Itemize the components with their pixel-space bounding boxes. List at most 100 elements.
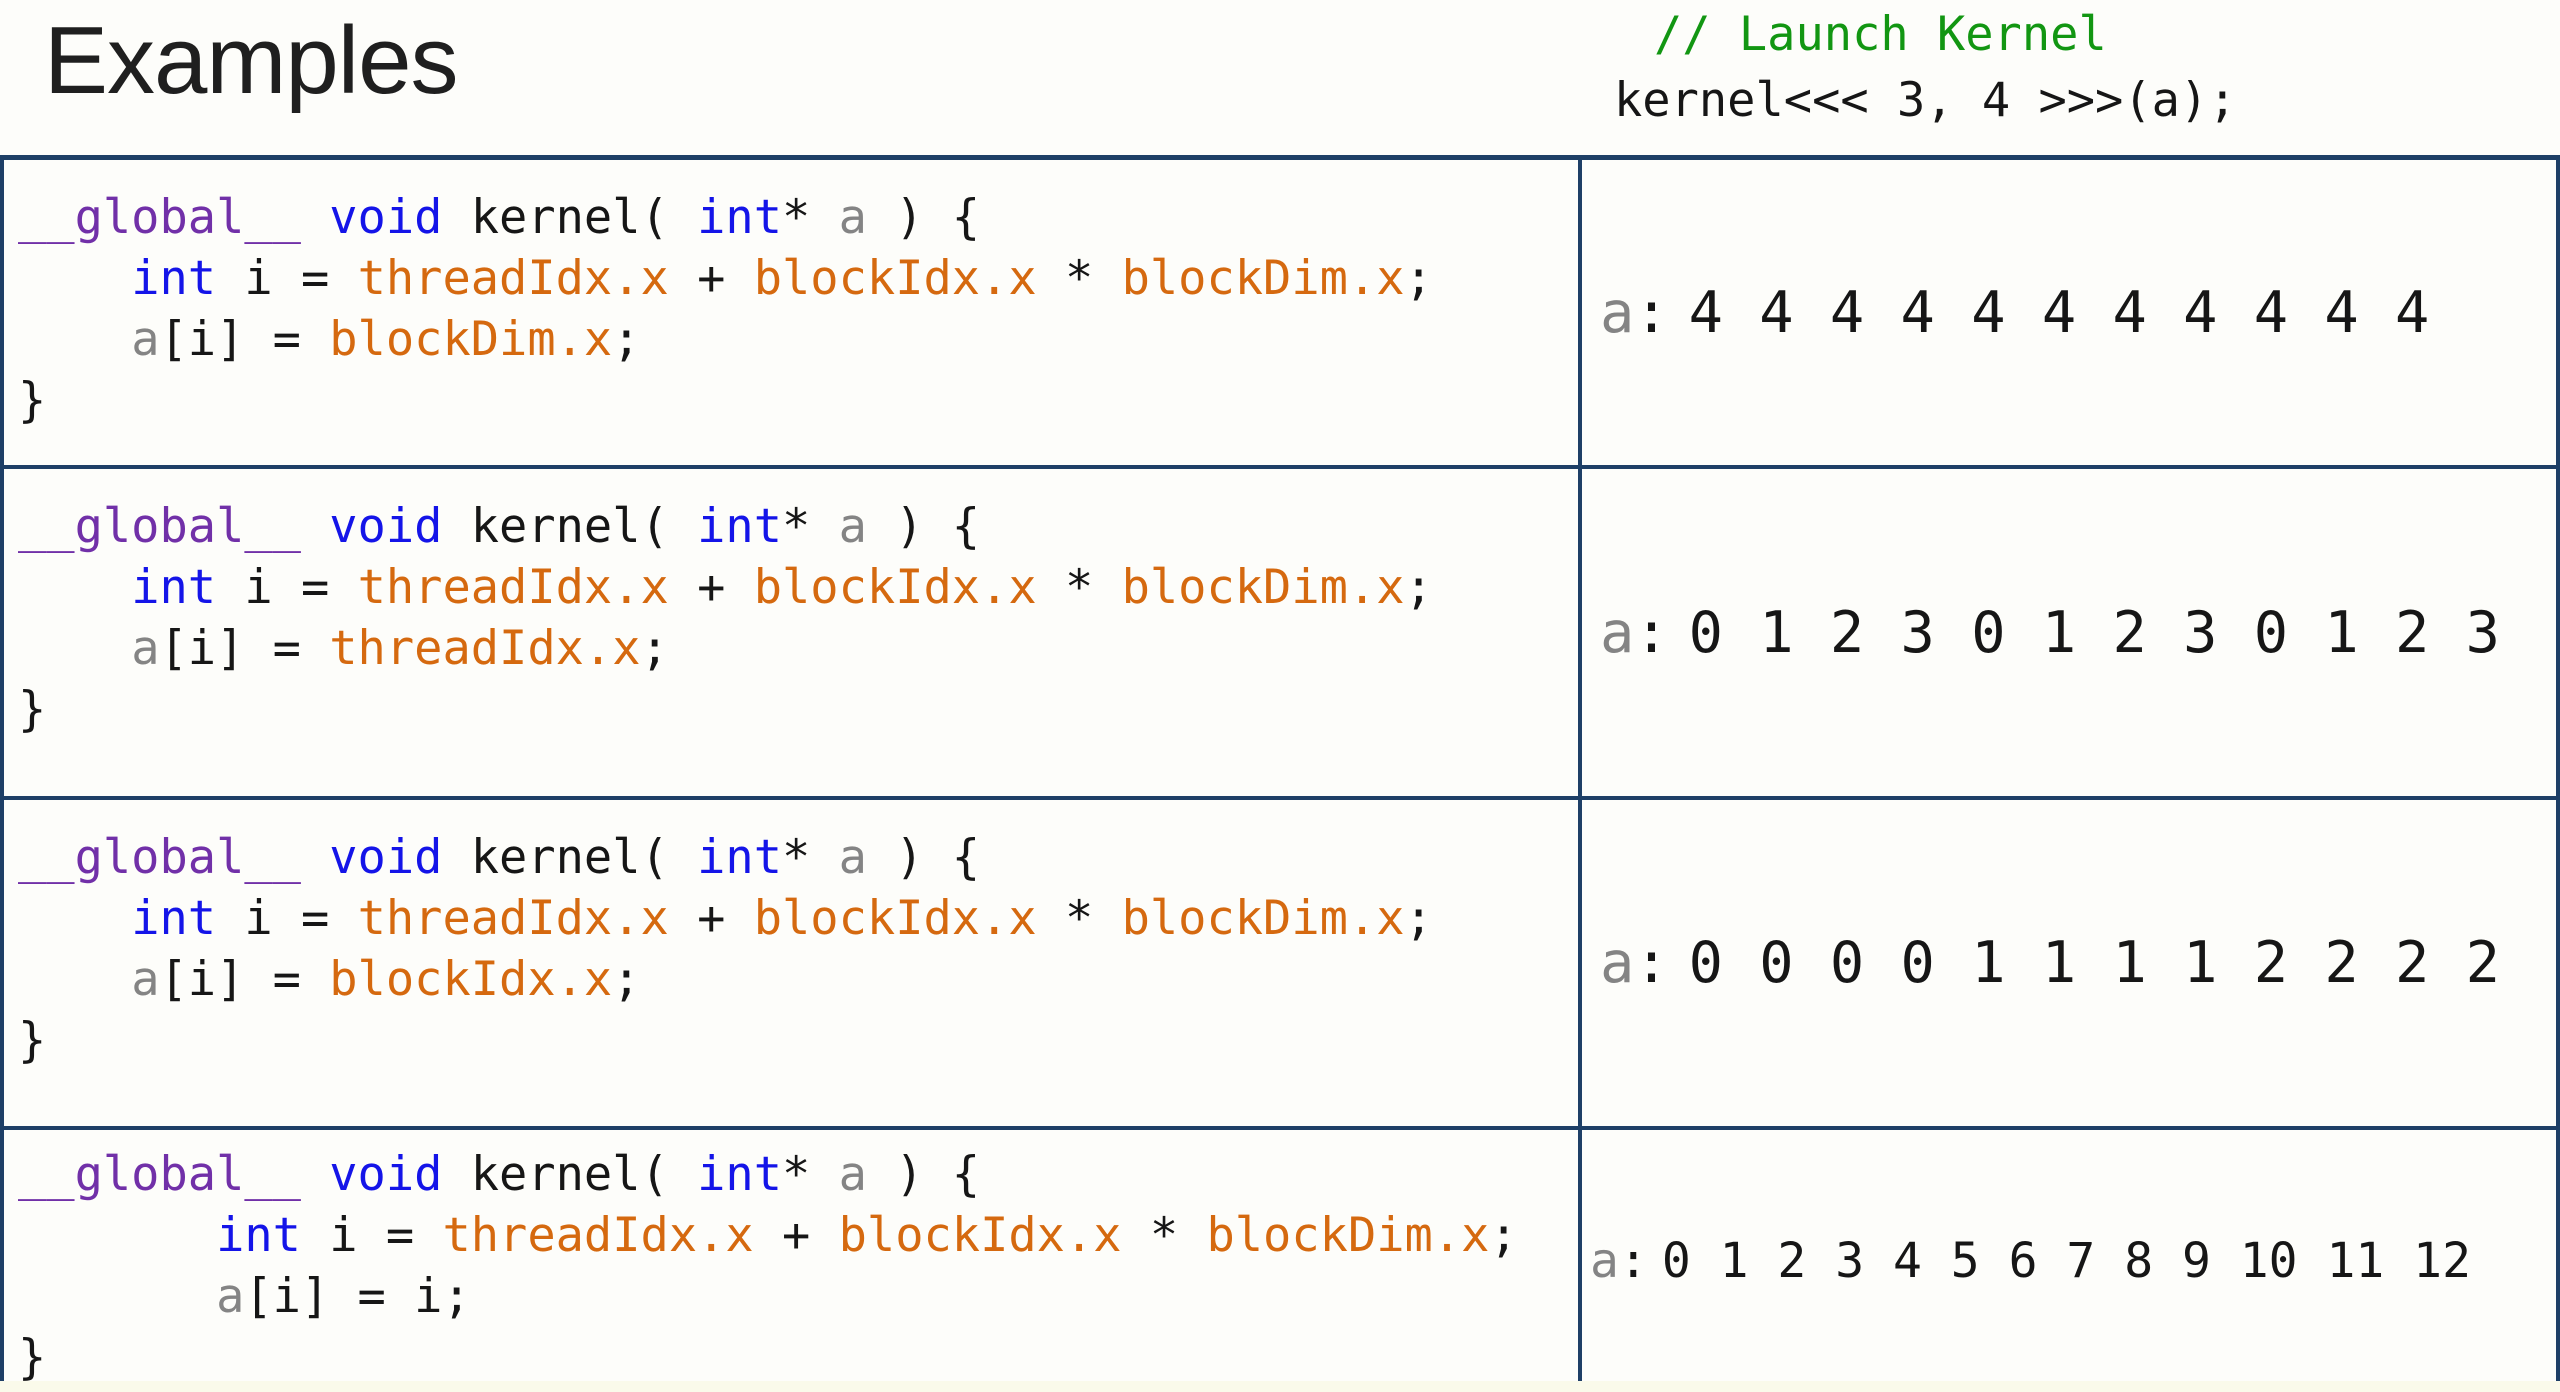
array-values: 0 1 2 3 4 5 6 7 8 9 10 11 12 bbox=[1661, 1233, 2471, 1289]
code-token-pln bbox=[301, 499, 329, 554]
kernel-code-cell: __global__ void kernel( int* a ) { int i… bbox=[4, 800, 1582, 1126]
code-line: a[i] = blockIdx.x; bbox=[18, 949, 1572, 1010]
code-token-pln: ) { bbox=[866, 1147, 981, 1202]
code-token-pln: i = bbox=[216, 560, 358, 615]
code-token-kw: void bbox=[329, 1147, 443, 1202]
code-token-prm: a bbox=[131, 621, 160, 676]
code-token-prm: a bbox=[216, 1269, 245, 1324]
code-token-pln bbox=[18, 1269, 216, 1324]
kernel-code: __global__ void kernel( int* a ) { int i… bbox=[18, 496, 1572, 740]
code-line: } bbox=[18, 1010, 1572, 1071]
kernel-output-cell: a:0 0 0 0 1 1 1 1 2 2 2 2 bbox=[1582, 800, 2556, 1126]
code-token-pln: [i] = bbox=[159, 952, 330, 1007]
code-token-pln bbox=[18, 621, 131, 676]
page-title: Examples bbox=[44, 7, 458, 114]
code-token-bi: blockDim.x bbox=[1121, 891, 1405, 946]
array-label: a bbox=[1600, 279, 1635, 346]
code-token-kw: int bbox=[697, 830, 783, 885]
code-token-kw: int bbox=[697, 190, 783, 245]
code-token-kw: int bbox=[697, 499, 783, 554]
array-label: a bbox=[1600, 599, 1635, 666]
code-token-mod: __global__ bbox=[18, 830, 301, 885]
code-token-pln: ; bbox=[1404, 560, 1433, 615]
code-token-kw: int bbox=[216, 1208, 301, 1263]
array-values: 0 0 0 0 1 1 1 1 2 2 2 2 bbox=[1688, 930, 2501, 996]
code-token-pln: * bbox=[782, 830, 839, 885]
code-token-bi: blockDim.x bbox=[1121, 560, 1405, 615]
kernel-code: __global__ void kernel( int* a ) { int i… bbox=[18, 827, 1572, 1071]
code-token-bi: blockDim.x bbox=[329, 312, 613, 367]
code-token-pln: * bbox=[1036, 251, 1122, 306]
code-token-kw: int bbox=[131, 251, 217, 306]
code-token-pln: } bbox=[18, 1013, 47, 1068]
code-token-pln: [i] = i; bbox=[244, 1269, 471, 1324]
array-label: a bbox=[1600, 930, 1635, 996]
code-token-bi: threadIdx.x bbox=[329, 621, 641, 676]
example-row-4: __global__ void kernel( int* a ) { int i… bbox=[4, 1130, 2556, 1392]
kernel-code: __global__ void kernel( int* a ) { int i… bbox=[18, 1144, 1572, 1388]
code-line: a[i] = threadIdx.x; bbox=[18, 618, 1572, 679]
code-token-pln: * bbox=[1036, 891, 1122, 946]
examples-table: __global__ void kernel( int* a ) { int i… bbox=[0, 155, 2560, 1392]
code-line: int i = threadIdx.x + blockIdx.x * block… bbox=[18, 1205, 1572, 1266]
code-line: a[i] = blockDim.x; bbox=[18, 309, 1572, 370]
slide-bottom-edge bbox=[0, 1381, 2560, 1392]
code-token-pln: * bbox=[782, 499, 839, 554]
example-row-1: __global__ void kernel( int* a ) { int i… bbox=[4, 160, 2556, 469]
code-token-pln: * bbox=[1036, 560, 1122, 615]
code-line: __global__ void kernel( int* a ) { bbox=[18, 187, 1572, 248]
kernel-code-cell: __global__ void kernel( int* a ) { int i… bbox=[4, 1130, 1582, 1392]
code-line: __global__ void kernel( int* a ) { bbox=[18, 496, 1572, 557]
code-token-prm: a bbox=[838, 830, 867, 885]
code-token-pln: ; bbox=[612, 312, 641, 367]
code-token-bi: threadIdx.x bbox=[357, 251, 669, 306]
code-line: __global__ void kernel( int* a ) { bbox=[18, 827, 1572, 888]
code-token-pln bbox=[301, 1147, 329, 1202]
code-line: int i = threadIdx.x + blockIdx.x * block… bbox=[18, 248, 1572, 309]
code-token-pln: } bbox=[18, 373, 47, 428]
code-token-prm: a bbox=[131, 952, 160, 1007]
code-token-kw: int bbox=[131, 891, 217, 946]
code-token-bi: threadIdx.x bbox=[357, 891, 669, 946]
code-token-pln: } bbox=[18, 682, 47, 737]
code-token-mod: __global__ bbox=[18, 499, 301, 554]
code-token-bi: threadIdx.x bbox=[357, 560, 669, 615]
array-label-colon: : bbox=[1634, 279, 1669, 346]
code-line: a[i] = i; bbox=[18, 1266, 1572, 1327]
code-token-pln: + bbox=[668, 251, 754, 306]
code-token-bi: blockIdx.x bbox=[838, 1208, 1122, 1263]
code-token-pln: ) { bbox=[866, 830, 981, 885]
code-token-pln: i = bbox=[216, 891, 358, 946]
code-token-kw: void bbox=[329, 830, 443, 885]
code-token-prm: a bbox=[838, 499, 867, 554]
code-token-pln bbox=[301, 830, 329, 885]
code-token-pln: ; bbox=[1404, 251, 1433, 306]
code-line: int i = threadIdx.x + blockIdx.x * block… bbox=[18, 557, 1572, 618]
code-token-pln bbox=[18, 952, 131, 1007]
code-token-pln: + bbox=[753, 1208, 839, 1263]
code-line: } bbox=[18, 1327, 1572, 1388]
array-label-colon: : bbox=[1634, 930, 1669, 996]
code-token-pln: kernel( bbox=[442, 1147, 698, 1202]
array-label-colon: : bbox=[1618, 1233, 1648, 1289]
code-token-prm: a bbox=[838, 190, 867, 245]
kernel-output-cell: a:0 1 2 3 4 5 6 7 8 9 10 11 12 bbox=[1582, 1130, 2556, 1392]
code-token-pln: kernel( bbox=[442, 499, 698, 554]
code-token-pln: ; bbox=[1489, 1208, 1518, 1263]
code-token-pln: ; bbox=[612, 952, 641, 1007]
code-token-pln bbox=[18, 251, 131, 306]
code-token-pln: i = bbox=[216, 251, 358, 306]
code-token-pln bbox=[18, 560, 131, 615]
launch-call: kernel<<< 3, 4 >>>(a); bbox=[1614, 73, 2237, 128]
code-token-pln bbox=[18, 891, 131, 946]
code-line: int i = threadIdx.x + blockIdx.x * block… bbox=[18, 888, 1572, 949]
code-line: } bbox=[18, 370, 1572, 431]
array-values: 4 4 4 4 4 4 4 4 4 4 4 bbox=[1688, 279, 2431, 346]
code-token-kw: int bbox=[697, 1147, 783, 1202]
code-token-mod: __global__ bbox=[18, 1147, 301, 1202]
kernel-code: __global__ void kernel( int* a ) { int i… bbox=[18, 187, 1572, 431]
code-token-pln: + bbox=[668, 560, 754, 615]
code-token-prm: a bbox=[838, 1147, 867, 1202]
code-token-kw: int bbox=[131, 560, 217, 615]
